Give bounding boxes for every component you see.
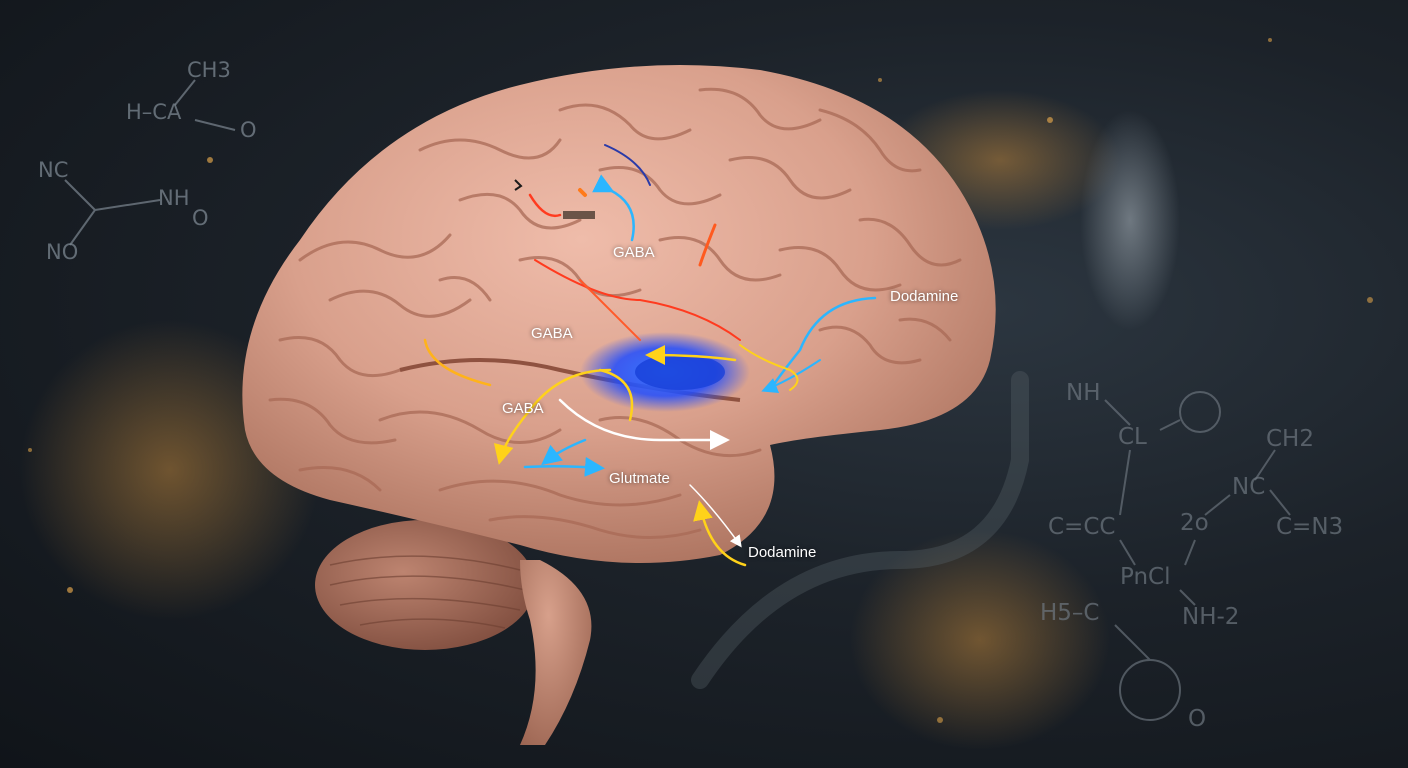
chem-right-ch2: CH2	[1266, 426, 1314, 452]
chem-right-pncl: PnCl	[1120, 564, 1171, 590]
marker-bar	[563, 211, 595, 219]
neural-pathways	[423, 144, 877, 567]
chem-left-nc: NC	[38, 158, 69, 182]
label-gaba-top: GABA	[613, 244, 655, 261]
chem-left-no: NO	[46, 240, 79, 264]
chem-bonds-left	[64, 79, 236, 246]
cerebrum	[242, 65, 996, 563]
chem-left-nh: NH	[158, 186, 190, 210]
chem-right-nh2: NH-2	[1182, 604, 1240, 630]
brain-folds	[268, 87, 962, 539]
chem-left-o: O	[240, 118, 257, 142]
chem-right-cc: C=CC	[1048, 514, 1116, 540]
chem-right-h5c: H5–C	[1040, 600, 1100, 626]
label-gaba-mid: GABA	[531, 325, 573, 342]
cerebellum	[315, 520, 535, 650]
brain-stem	[520, 560, 592, 745]
limbic-core	[635, 354, 725, 390]
cerebellum-folds	[329, 555, 526, 629]
chem-right-nc: NC	[1232, 474, 1266, 500]
chem-left-hca: H–CA	[126, 100, 182, 124]
label-dodamine-right: Dodamine	[890, 288, 959, 305]
chem-right-cn3: C=N3	[1276, 514, 1344, 540]
chem-left-ch3: CH3	[187, 58, 231, 82]
chem-right-nh: NH	[1066, 380, 1101, 406]
chem-right-2o: 2o	[1180, 510, 1209, 536]
chem-bonds-right	[1104, 391, 1291, 721]
chem-left-o2: O	[192, 206, 209, 230]
chem-right-o: O	[1188, 706, 1207, 732]
label-dodamine-bottom: Dodamine	[748, 544, 817, 561]
caret-mark	[514, 179, 523, 191]
chem-right-cl: CL	[1118, 424, 1147, 450]
label-gaba-low: GABA	[502, 400, 544, 417]
label-glutmate: Glutmate	[609, 470, 670, 487]
